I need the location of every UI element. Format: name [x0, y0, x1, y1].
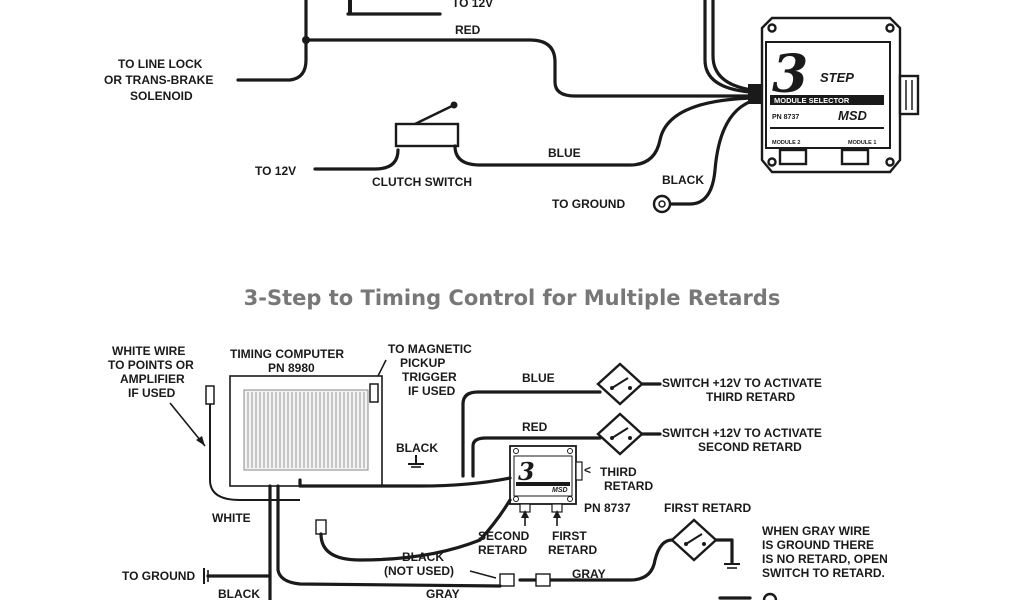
clutch-switch-body — [394, 122, 460, 148]
to-12v-label: TO 12V — [255, 164, 296, 178]
when-gray-label-1: WHEN GRAY WIRE — [762, 524, 870, 538]
second-retard-label-2: RETARD — [478, 543, 527, 557]
clutch-switch-lever — [414, 104, 453, 126]
top-wire-a — [703, 0, 752, 94]
cut-off-bracket — [348, 0, 352, 14]
red-wire — [304, 38, 757, 98]
third-retard-label-2: RETARD — [604, 479, 653, 493]
red-label-top: RED — [455, 23, 481, 37]
module-brand-top: MSD — [838, 108, 868, 123]
black-not-used-label-1: BLACK — [402, 550, 444, 564]
black-wire-bottom — [298, 476, 512, 488]
white-wire-label-1: WHITE WIRE — [112, 344, 185, 358]
second-retard-switch — [596, 412, 644, 456]
when-gray-label-2: IS GROUND THERE — [762, 538, 874, 552]
black-ground-wire — [658, 98, 757, 206]
module-side-connector — [898, 74, 920, 116]
black-not-used-label-2: (NOT USED) — [384, 564, 454, 578]
to-12v-top-label: TO 12V — [452, 0, 493, 10]
line-lock-label-2: OR TRANS-BRAKE — [104, 73, 213, 87]
white-wire-label-2: TO POINTS OR — [108, 358, 194, 372]
svg-text:3: 3 — [518, 457, 535, 486]
timing-computer-box — [229, 375, 383, 487]
first-retard-label-2: RETARD — [548, 543, 597, 557]
gray-bottom-label: GRAY — [426, 587, 460, 600]
magnetic-label-3: TRIGGER — [402, 370, 457, 384]
clutch-switch-label: CLUTCH SWITCH — [372, 175, 472, 189]
first-retard-switch — [670, 518, 718, 562]
diagram-title: 3-Step to Timing Control for Multiple Re… — [244, 286, 781, 310]
to-12v-wire — [313, 148, 400, 171]
switch-third-label-2: THIRD RETARD — [706, 390, 795, 404]
module-number-top: 3 — [772, 44, 808, 105]
switch-second-label-1: SWITCH +12V TO ACTIVATE — [662, 426, 822, 440]
heat-sink-fins — [247, 392, 365, 468]
when-gray-label-3: IS NO RETARD, OPEN — [762, 552, 888, 566]
module-step-top: STEP — [820, 70, 854, 85]
top-wire-b — [711, 0, 754, 92]
first-retard-label-1: FIRST — [552, 529, 587, 543]
line-lock-label-1: TO LINE LOCK — [118, 57, 203, 71]
first-retard-top-label: FIRST RETARD — [664, 501, 751, 515]
timing-computer-label-2: PN 8980 — [268, 361, 315, 375]
module-left-label: MODULE 2 — [772, 140, 800, 146]
three-step-module-top: 3 STEP MODULE SELECTOR PN 8737 MSD MODUL… — [748, 16, 920, 174]
timing-computer-label-1: TIMING COMPUTER — [230, 347, 344, 361]
to-ground-label-top: TO GROUND — [552, 197, 625, 211]
black-bottom-label: BLACK — [218, 587, 260, 600]
line-lock-wire — [236, 0, 308, 82]
blue-label-bottom: BLUE — [522, 371, 555, 385]
blue-label-top: BLUE — [548, 146, 581, 160]
third-retard-arrow: < — [584, 463, 591, 477]
line-lock-label-3: SOLENOID — [130, 89, 193, 103]
blue-wire — [453, 96, 757, 167]
black-label-top: BLACK — [662, 173, 704, 187]
third-retard-label-1: THIRD — [600, 465, 637, 479]
module-name-top: MODULE SELECTOR — [774, 96, 850, 105]
black-label-bottom: BLACK — [396, 441, 438, 455]
white-label: WHITE — [212, 511, 251, 525]
three-step-module-bottom: 3 MSD — [509, 445, 583, 513]
module-pn-top: PN 8737 — [772, 114, 799, 121]
svg-text:MSD: MSD — [552, 487, 568, 494]
to-ground-label-bottom: TO GROUND — [122, 569, 195, 583]
magnetic-label-2: PICKUP — [400, 356, 445, 370]
magnetic-label-1: TO MAGNETIC — [388, 342, 472, 356]
gray-label: GRAY — [572, 567, 606, 581]
second-retard-label-1: SECOND — [478, 529, 530, 543]
clutch-switch-knob — [450, 101, 458, 109]
gray-wire — [518, 538, 674, 582]
when-gray-label-4: SWITCH TO RETARD. — [762, 566, 885, 580]
white-wire-label-4: IF USED — [128, 386, 176, 400]
blue-wire-bottom — [461, 390, 602, 478]
red-label-bottom: RED — [522, 420, 548, 434]
third-retard-switch — [596, 362, 644, 406]
switch-second-label-2: SECOND RETARD — [698, 440, 802, 454]
module-right-label: MODULE 1 — [848, 140, 876, 146]
red-wire-bottom — [471, 436, 602, 478]
switch-third-label-1: SWITCH +12V TO ACTIVATE — [662, 376, 822, 390]
magnetic-label-4: IF USED — [408, 384, 456, 398]
pn-label-bottom: PN 8737 — [584, 501, 631, 515]
white-wire-label-3: AMPLIFIER — [120, 372, 185, 386]
